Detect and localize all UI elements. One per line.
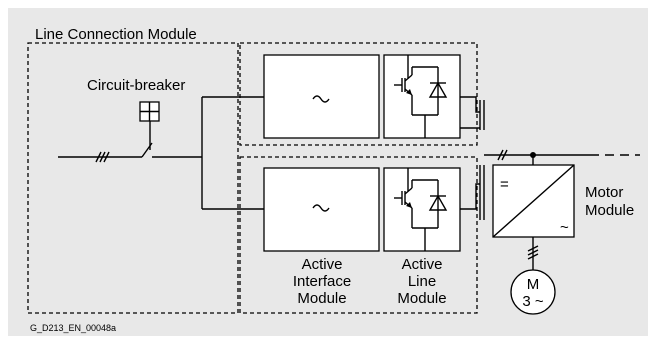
figure-id-label: G_D213_EN_00048a [30, 323, 116, 333]
line-connection-module-label: Line Connection Module [35, 26, 197, 43]
active-interface-module-label-line2: Interface [293, 273, 351, 290]
lower-ac-tilde-icon [312, 204, 330, 212]
upper-module-frame [239, 42, 478, 146]
three-phase-marker-input [95, 151, 110, 163]
lower-module-frame [239, 156, 478, 314]
motor-module-label-line2: Module [585, 202, 634, 219]
motor-symbol-m: M [527, 276, 540, 293]
motor-icon [510, 269, 556, 315]
motor-symbol-phase: 3 ~ [522, 293, 544, 310]
active-interface-module-label-line1: Active [302, 256, 343, 273]
upper-igbt-box [383, 54, 461, 139]
upper-ac-tilde-icon [312, 95, 330, 103]
motor-module-box [492, 164, 575, 238]
dc-bus-marker [497, 149, 508, 161]
ac-symbol: ~ [560, 219, 569, 236]
active-line-module-label-line1: Active [402, 256, 443, 273]
lower-igbt-icon [394, 168, 448, 251]
lower-dc-bracket [460, 165, 485, 220]
active-line-module-label-line2: Line [408, 273, 436, 290]
lower-igbt-box [383, 167, 461, 252]
active-interface-module-label-line3: Module [297, 290, 346, 307]
upper-interface-filter-box [263, 54, 380, 139]
three-phase-marker-motor [527, 245, 539, 260]
upper-igbt-icon [394, 55, 448, 138]
line-connection-module-frame [27, 42, 239, 314]
dc-symbol: = [500, 176, 509, 193]
upper-dc-bracket [460, 96, 485, 130]
motor-module-label-line1: Motor [585, 184, 623, 201]
active-line-module-label-line3: Module [397, 290, 446, 307]
circuit-breaker-label: Circuit-breaker [87, 77, 185, 94]
circuit-breaker-icon [139, 101, 160, 122]
